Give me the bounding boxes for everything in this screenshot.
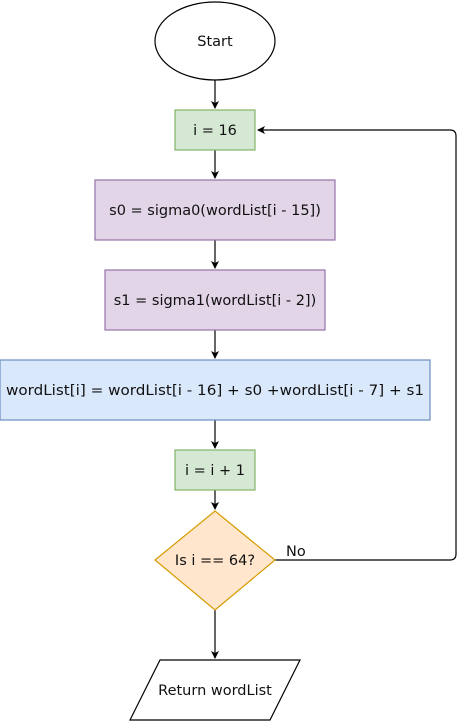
connectors	[211, 80, 457, 659]
s0-node: s0 = sigma0(wordList[i - 15])	[94, 179, 336, 241]
output-node: Return wordList	[129, 659, 301, 721]
s0-box	[94, 179, 336, 241]
decision-no-label: No	[286, 544, 306, 560]
init-label: i = 16	[193, 123, 237, 139]
increment-node: i = i + 1	[174, 449, 256, 491]
init-node: i = 16	[174, 109, 256, 151]
start-ellipse	[154, 1, 276, 81]
decision-diamond	[154, 510, 276, 611]
decision-node: Is i == 64? No	[154, 510, 306, 611]
s1-box	[104, 269, 326, 331]
start-node: Start	[154, 1, 276, 81]
word-update-node: wordList[i] = wordList[i - 16] + s0 +wor…	[0, 359, 431, 421]
word-update-box	[0, 359, 431, 421]
arrow-no-loop-back	[257, 126, 457, 561]
s0-label: s0 = sigma0(wordList[i - 15])	[109, 203, 321, 219]
output-label: Return wordList	[158, 683, 272, 699]
start-label: Start	[197, 34, 233, 50]
init-box	[174, 109, 256, 151]
s1-label: s1 = sigma1(wordList[i - 2])	[114, 293, 317, 309]
decision-label: Is i == 64?	[175, 553, 255, 569]
output-parallelogram	[129, 659, 301, 721]
word-update-label: wordList[i] = wordList[i - 16] + s0 +wor…	[6, 383, 424, 399]
s1-node: s1 = sigma1(wordList[i - 2])	[104, 269, 326, 331]
increment-box	[174, 449, 256, 491]
increment-label: i = i + 1	[185, 463, 245, 479]
